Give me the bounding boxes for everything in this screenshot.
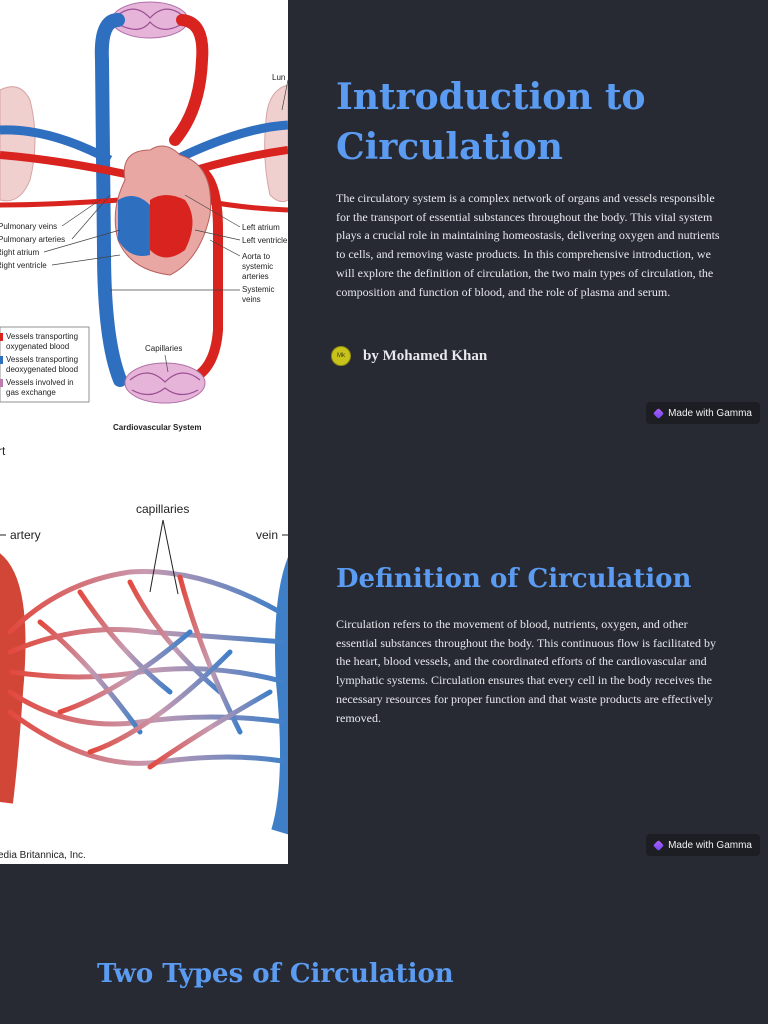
definition-paragraph: Circulation refers to the movement of bl… [336, 617, 716, 725]
label-capillaries: Capillaries [145, 344, 182, 353]
label-aorta-1: Aorta to [242, 252, 271, 261]
label-right-ventricle: Right ventricle [0, 261, 47, 270]
label-aorta-3: arteries [242, 272, 269, 281]
section-title: Two Types of Circulation [97, 959, 454, 989]
made-with-gamma-badge[interactable]: Made with Gamma [646, 834, 760, 856]
slide-definition: rt artery capillaries vein edia Britanni… [0, 432, 768, 864]
legend-item-3-line1: Vessels involved in [6, 378, 74, 387]
slide-introduction: Lun Pulmonary veins Pulmonary arteries R… [0, 0, 768, 432]
avatar: Mk [331, 346, 351, 366]
legend-item-2-line1: Vessels transporting [6, 355, 78, 364]
cardiovascular-diagram: Lun Pulmonary veins Pulmonary arteries R… [0, 0, 288, 432]
label-pulmonary-veins: Pulmonary veins [0, 222, 57, 231]
label-left-atrium: Left atrium [242, 223, 280, 232]
slide-two-types: Two Types of Circulation [0, 864, 768, 1024]
legend-item-3-line2: gas exchange [6, 388, 56, 397]
gamma-logo-icon [653, 839, 664, 851]
image-credit: edia Britannica, Inc. [0, 850, 86, 861]
label-lungs: Lun [272, 73, 285, 82]
legend-item-1-line1: Vessels transporting [6, 332, 78, 341]
diagram-caption: Cardiovascular System [113, 423, 202, 432]
intro-paragraph: The circulatory system is a complex netw… [336, 191, 720, 299]
legend-swatch-gas-exchange [0, 379, 3, 387]
made-with-gamma-badge[interactable]: Made with Gamma [646, 402, 760, 424]
legend-item-2-line2: deoxygenated blood [6, 365, 78, 374]
badge-label: Made with Gamma [668, 407, 752, 419]
label-systemic-1: Systemic [242, 285, 274, 294]
legend-swatch-oxygenated [0, 333, 3, 341]
legend-swatch-deoxygenated [0, 356, 3, 364]
label-artery: artery [10, 528, 41, 542]
diagram-legend: Vessels transporting oxygenated blood Ve… [0, 326, 90, 403]
capillary-diagram: rt artery capillaries vein edia Britanni… [0, 432, 288, 864]
badge-label: Made with Gamma [668, 839, 752, 851]
label-right-atrium: Right atrium [0, 248, 39, 257]
author-line: Mk by Mohamed Khan [331, 346, 487, 366]
legend-item-1-line2: oxygenated blood [6, 342, 69, 351]
label-heart-partial: rt [0, 444, 6, 458]
label-pulmonary-arteries: Pulmonary arteries [0, 235, 65, 244]
gamma-logo-icon [653, 407, 664, 419]
label-vein: vein [256, 528, 278, 542]
label-aorta-2: systemic [242, 262, 273, 271]
section-title: Definition of Circulation [336, 564, 692, 594]
page-title: Introduction to Circulation [336, 76, 646, 168]
label-capillaries: capillaries [136, 502, 189, 516]
label-systemic-2: veins [242, 295, 261, 304]
author-name: by Mohamed Khan [363, 347, 488, 364]
label-left-ventricle: Left ventricle [242, 236, 288, 245]
